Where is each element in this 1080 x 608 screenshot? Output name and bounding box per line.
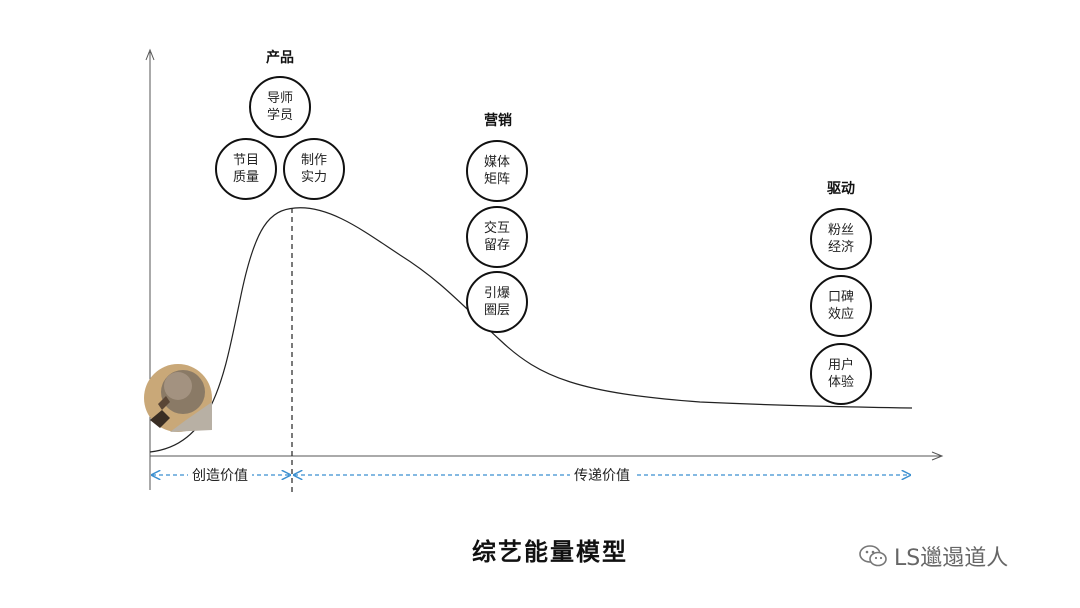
x-axis: [150, 451, 944, 461]
wechat-icon: [859, 545, 887, 567]
circle-ignite-circles: 引爆圈层: [466, 271, 528, 333]
circle-label: 引爆圈层: [483, 286, 510, 318]
group-title-product: 产品: [266, 50, 294, 66]
circle-label: 用户体验: [827, 358, 854, 390]
circle-show-quality: 节目质量: [215, 138, 277, 200]
circle-label: 制作实力: [300, 153, 327, 185]
circle-label: 交互留存: [483, 221, 510, 253]
circle-user-experience: 用户体验: [810, 343, 872, 405]
circle-production-strength: 制作实力: [283, 138, 345, 200]
circle-label: 口碑效应: [827, 290, 854, 322]
group-title-drive: 驱动: [827, 181, 855, 197]
diagram-title: 综艺能量模型: [472, 538, 628, 566]
phase-label-deliver: 传递价值: [570, 465, 634, 485]
phase-label-create: 创造价值: [188, 465, 252, 485]
group-title-marketing: 营销: [484, 113, 512, 129]
circle-fan-economy: 粉丝经济: [810, 208, 872, 270]
circle-label: 导师学员: [266, 91, 293, 123]
circle-mentor-student: 导师学员: [249, 76, 311, 138]
circle-word-of-mouth: 口碑效应: [810, 275, 872, 337]
circle-label: 媒体矩阵: [483, 155, 510, 187]
watermark-text: LS邋遢道人: [894, 546, 1009, 571]
circle-interaction-retention: 交互留存: [466, 206, 528, 268]
boulder-icon: [144, 364, 212, 432]
circle-media-matrix: 媒体矩阵: [466, 140, 528, 202]
watermark: LS邋遢道人: [858, 540, 1008, 572]
circle-label: 粉丝经济: [827, 223, 854, 255]
circle-label: 节目质量: [232, 153, 259, 185]
energy-curve: [149, 207, 913, 453]
